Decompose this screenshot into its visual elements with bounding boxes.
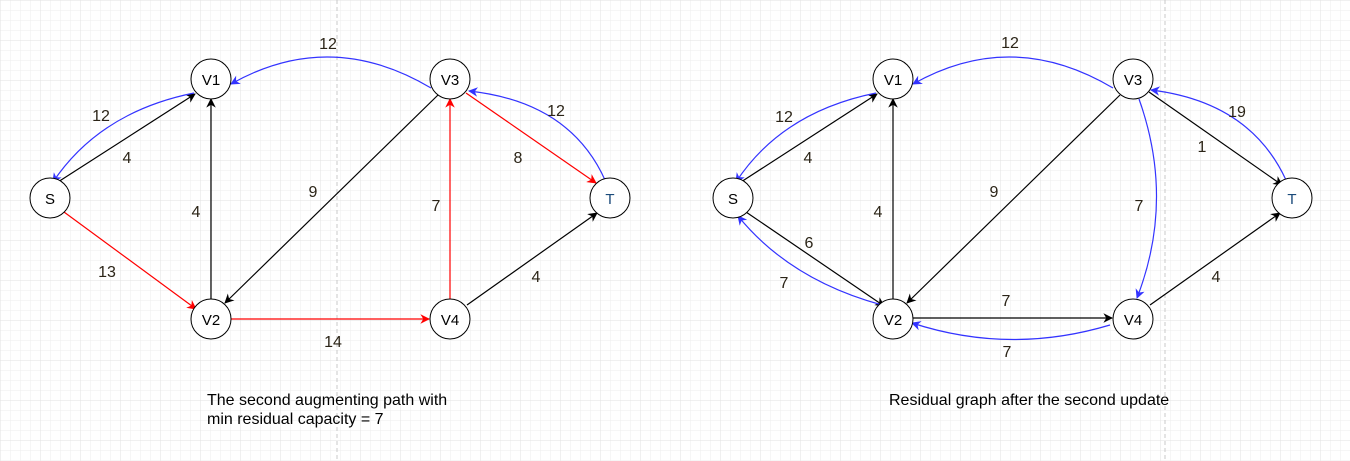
- caption-line: The second augmenting path with: [207, 392, 448, 409]
- node-label: S: [728, 191, 738, 208]
- node-label: S: [45, 191, 55, 208]
- edge-capacity-label: 7: [1135, 198, 1144, 215]
- node-circle: [872, 58, 914, 100]
- edge-v4-to-t: [1149, 212, 1281, 306]
- node-circle: [29, 177, 71, 219]
- node-t: T: [1271, 177, 1313, 219]
- node-circle: [429, 58, 471, 100]
- node-circle: [589, 177, 631, 219]
- node-s: S: [29, 177, 71, 219]
- node-circle: [872, 298, 914, 340]
- edge-v3-to-t: [1148, 91, 1283, 186]
- node-v2: V2: [872, 298, 914, 340]
- edge-capacity-label: 1: [1198, 139, 1207, 156]
- edge-v3-to-v4: [1135, 98, 1158, 299]
- edge-s-to-v2: [745, 211, 885, 307]
- edge-capacity-label: 4: [532, 269, 541, 286]
- edge-capacity-label: 13: [98, 264, 116, 281]
- edge-capacity-label: 9: [990, 184, 999, 201]
- node-label: V1: [202, 72, 220, 89]
- edge-capacity-label: 12: [775, 109, 793, 126]
- node-circle: [429, 298, 471, 340]
- node-label: V3: [1124, 72, 1142, 89]
- node-v3: V3: [1112, 58, 1154, 100]
- edge-capacity-label: 7: [432, 198, 441, 215]
- node-label: V3: [441, 72, 459, 89]
- edge-capacity-label: 12: [319, 36, 337, 53]
- edge-t-to-v3: [1150, 86, 1287, 181]
- node-v2: V2: [190, 298, 232, 340]
- node-circle: [1112, 298, 1154, 340]
- node-circle: [712, 177, 754, 219]
- edge-v3-to-t: [465, 92, 597, 184]
- node-circle: [190, 58, 232, 100]
- node-s: S: [712, 177, 754, 219]
- edge-capacity-label: 4: [1212, 269, 1221, 286]
- edge-capacity-label: 12: [547, 103, 565, 120]
- edge-t-to-v3: [468, 87, 606, 181]
- caption-line: min residual capacity = 7: [207, 411, 384, 428]
- node-circle: [1112, 58, 1154, 100]
- node-label: V2: [884, 312, 902, 329]
- node-label: T: [605, 191, 614, 208]
- edge-s-to-v1: [57, 93, 196, 183]
- node-label: V4: [441, 312, 459, 329]
- edge-capacity-label: 4: [874, 204, 883, 221]
- edge-capacity-label: 7: [780, 275, 789, 292]
- edge-v1-to-s: [52, 92, 195, 183]
- edge-capacity-label: 4: [804, 150, 813, 167]
- edge-capacity-label: 14: [324, 334, 342, 351]
- node-label: V4: [1124, 312, 1142, 329]
- edge-v3-to-v1: [912, 56, 1114, 89]
- caption-residual-graph: Residual graph after the second update: [889, 391, 1169, 410]
- node-t: T: [589, 177, 631, 219]
- edge-capacity-label: 6: [805, 235, 814, 252]
- edge-s-to-v1: [740, 93, 878, 183]
- node-v1: V1: [190, 58, 232, 100]
- node-v4: V4: [429, 298, 471, 340]
- caption-augmenting-path: The second augmenting path with min resi…: [207, 391, 447, 429]
- edge-capacity-label: 7: [1002, 293, 1011, 310]
- node-circle: [1271, 177, 1313, 219]
- node-v3: V3: [429, 58, 471, 100]
- node-label: T: [1287, 191, 1296, 208]
- node-label: V2: [202, 312, 220, 329]
- edge-capacity-label: 4: [192, 204, 201, 221]
- edge-capacity-label: 12: [92, 108, 110, 125]
- edge-capacity-label: 12: [1001, 35, 1019, 52]
- edge-v3-to-v2: [224, 94, 439, 304]
- node-circle: [190, 298, 232, 340]
- edge-capacity-label: 8: [514, 150, 523, 167]
- edge-capacity-label: 4: [123, 150, 132, 167]
- edge-capacity-label: 9: [309, 184, 318, 201]
- node-label: V1: [884, 72, 902, 89]
- node-v1: V1: [872, 58, 914, 100]
- edge-v3-to-v2: [906, 94, 1121, 304]
- edge-capacity-label: 19: [1228, 104, 1246, 121]
- edge-capacity-label: 7: [1003, 344, 1012, 361]
- edge-s-to-v2: [63, 211, 197, 310]
- edge-v2-to-s: [737, 215, 883, 306]
- node-v4: V4: [1112, 298, 1154, 340]
- caption-line: Residual graph after the second update: [889, 392, 1170, 409]
- edge-v1-to-s: [735, 92, 877, 183]
- edge-v4-to-t: [466, 212, 598, 306]
- edge-v4-to-v2: [911, 321, 1111, 341]
- edge-v3-to-v1: [230, 56, 432, 89]
